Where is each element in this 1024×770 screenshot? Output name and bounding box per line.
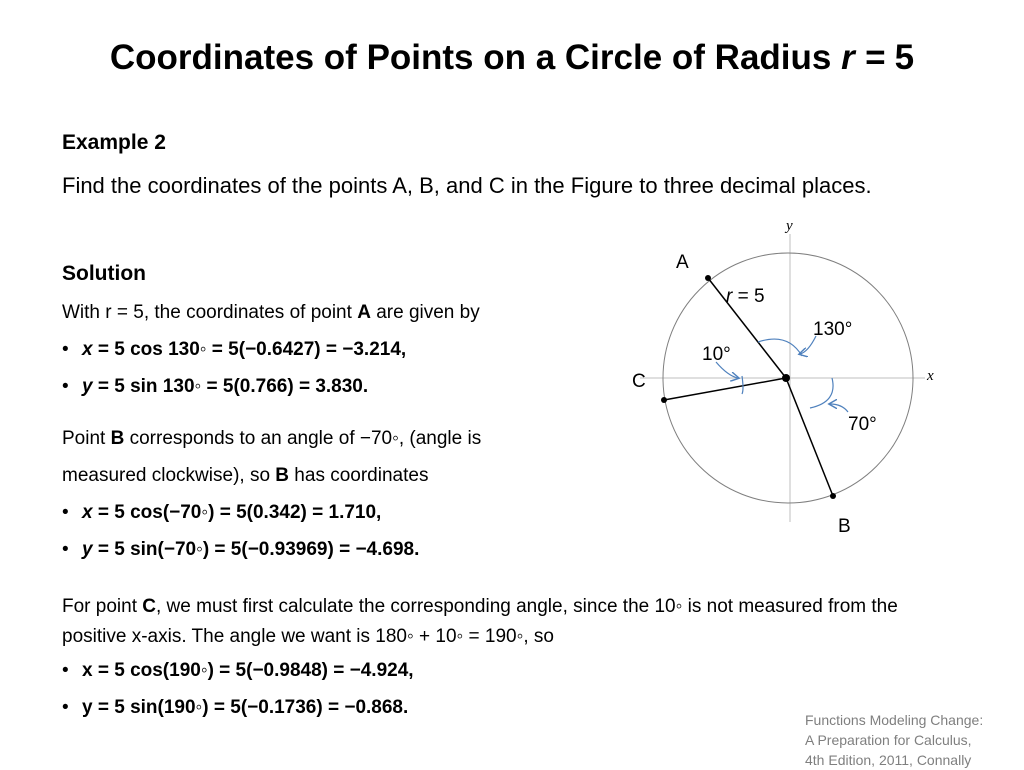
point-a <box>705 275 711 281</box>
origin-point <box>782 374 790 382</box>
point-c-intro: For point C, we must first calculate the… <box>62 596 898 647</box>
point-b-x-equation: •x = 5 cos(−70◦) = 5(0.342) = 1.710, <box>62 502 382 523</box>
radius-b <box>785 377 834 497</box>
point-a-intro: With r = 5, the coordinates of point A a… <box>62 302 480 323</box>
point-c-x-equation: •x = 5 cos(190◦) = 5(−0.9848) = −4.924, <box>62 660 414 681</box>
angle-label-10: 10° <box>702 344 731 365</box>
label-a: A <box>676 252 689 273</box>
point-c <box>661 397 667 403</box>
point-a-x-equation: •x = 5 cos 130◦ = 5(−0.6427) = −3.214, <box>62 339 407 360</box>
radius-a <box>707 277 787 379</box>
label-c: C <box>632 371 646 392</box>
angle-label-70: 70° <box>848 414 877 435</box>
angle-label-130: 130° <box>813 319 852 340</box>
arrow-130-icon <box>800 335 817 354</box>
angle-arc-70 <box>809 377 834 409</box>
label-b: B <box>838 516 851 537</box>
radius-c <box>663 377 787 401</box>
slide-title: Coordinates of Points on a Circle of Rad… <box>109 38 915 77</box>
y-axis-label: y <box>784 218 793 234</box>
solution-heading: Solution <box>62 262 146 285</box>
question-text: Find the coordinates of the points A, B,… <box>62 173 872 198</box>
x-axis-label: x <box>926 368 934 384</box>
point-b-line1: Point B corresponds to an angle of −70◦,… <box>62 428 482 449</box>
citation: Functions Modeling Change: A Preparation… <box>805 712 984 768</box>
arrow-70-icon <box>830 404 849 413</box>
point-c-y-equation: •y = 5 sin(190◦) = 5(−0.1736) = −0.868. <box>62 697 409 718</box>
point-b-y-equation: •y = 5 sin(−70◦) = 5(−0.93969) = −4.698. <box>62 539 420 560</box>
angle-arc-130 <box>757 338 803 357</box>
radius-label: r = 5 <box>726 286 765 307</box>
arrow-10-icon <box>715 361 738 378</box>
example-heading: Example 2 <box>62 131 166 154</box>
point-a-y-equation: •y = 5 sin 130◦ = 5(0.766) = 3.830. <box>62 376 369 397</box>
point-b <box>830 493 836 499</box>
circle <box>662 252 914 504</box>
unit-circle-figure: y x A B C r = 5 130° 10° 70° <box>632 218 934 537</box>
point-b-line2: measured clockwise), so B has coordinate… <box>62 465 429 486</box>
angle-arc-10 <box>741 375 744 395</box>
